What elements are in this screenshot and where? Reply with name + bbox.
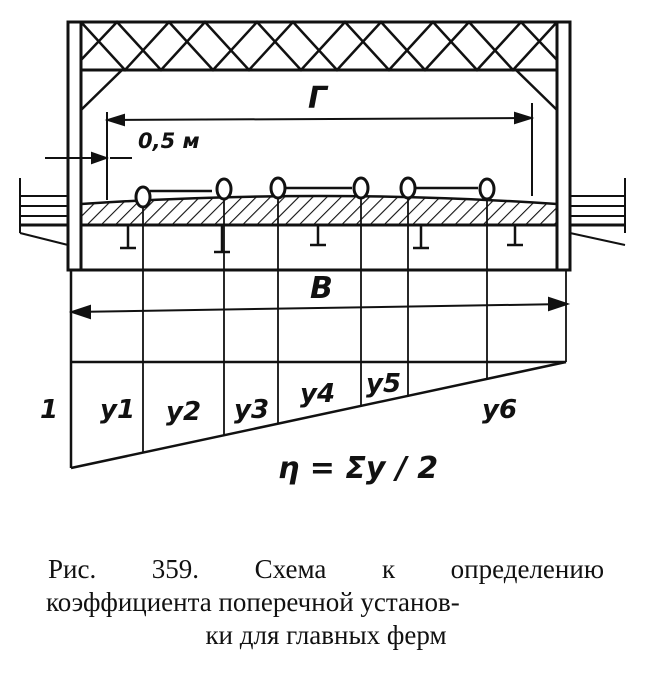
dim-g-line	[109, 117, 530, 121]
dim-b-label: B	[310, 271, 333, 306]
ordinate-label-y3: y3	[234, 395, 269, 425]
wheel-6	[478, 177, 496, 201]
truss-cross-section-diagram: Г 0,5 м B 1 y1 y2 y3 y4 y5 y6 η = Σy / 2	[19, 20, 626, 486]
truss-frame	[66, 20, 572, 272]
ordinate-label-y5: y5	[366, 369, 401, 399]
unit-ordinate-label: 1	[40, 395, 58, 425]
caption-line-1: Рис. 359. Схема к определению	[48, 554, 604, 584]
dim-g-label: Г	[308, 81, 329, 116]
wheel-4	[352, 176, 370, 200]
deck-slab	[79, 194, 559, 227]
left-corner-strut	[80, 69, 123, 111]
stringers	[120, 225, 523, 254]
wheel-3	[269, 176, 287, 200]
right-corner-strut	[515, 69, 558, 111]
wheel-5	[399, 176, 417, 200]
ordinate-label-y2: y2	[166, 397, 201, 427]
ordinate-label-y1: y1	[100, 395, 135, 425]
influence-slope	[70, 360, 567, 470]
formula: η = Σy / 2	[278, 451, 438, 486]
top-bracing	[80, 20, 558, 72]
caption-line-3: ки для главных ферм	[205, 620, 447, 650]
caption-line-2: коэффициента поперечной установ-	[46, 587, 460, 617]
dim-b-line	[71, 303, 567, 313]
figure-caption: Рис. 359. Схема к определению коэффициен…	[0, 553, 652, 652]
dim-offset-label: 0,5 м	[138, 129, 200, 153]
top-bracing-2	[80, 20, 558, 72]
wheel-2	[215, 177, 233, 201]
wheel-1	[134, 185, 152, 209]
ordinate-label-y6: y6	[482, 395, 517, 425]
ordinate-label-y4: y4	[300, 379, 335, 409]
